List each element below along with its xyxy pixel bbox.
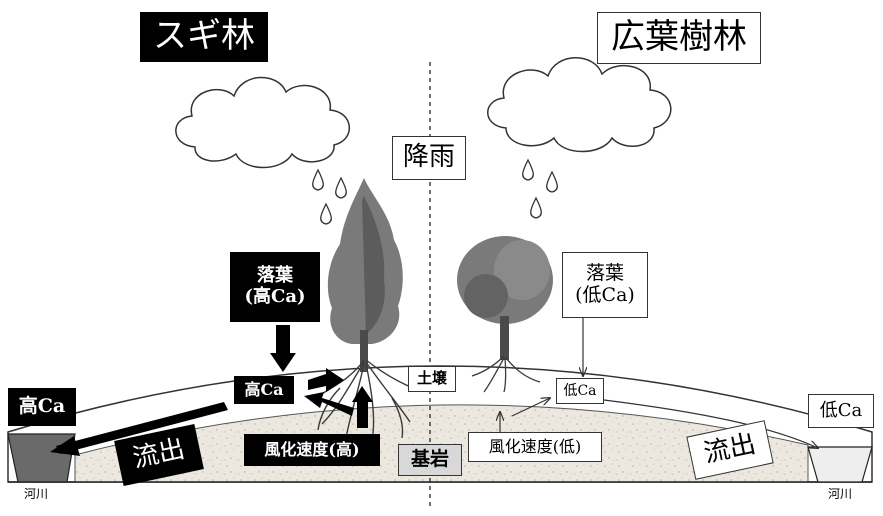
river-left <box>7 433 76 483</box>
sugi-tree-icon <box>327 178 403 372</box>
soil-label: 土壌 <box>408 366 456 392</box>
weathering-high-label: 風化速度(高) <box>244 434 380 466</box>
broadleaf-litter-line2: (低Ca) <box>575 284 635 306</box>
outflow-arrow-left <box>50 402 228 456</box>
broadleaf-forest-title: 広葉樹林 <box>597 12 761 64</box>
outflow-arrow-right <box>603 399 818 448</box>
broadleaf-litter-label: 落葉 (低Ca) <box>562 252 648 318</box>
weathering-arrow-diag <box>304 392 354 416</box>
weathering-arrow-low-diag <box>511 398 550 417</box>
litter-arrow-left <box>270 325 296 372</box>
soil-low-ca-label: 低Ca <box>556 378 604 404</box>
sugi-litter-line2: (高Ca) <box>244 286 306 307</box>
broadleaf-tree-icon <box>457 236 553 360</box>
broadleaf-litter-line1: 落葉 <box>585 262 624 285</box>
uptake-arrow <box>308 368 344 392</box>
left-outflow-ca-label: 高Ca <box>8 388 76 426</box>
rain-label: 降雨 <box>392 136 466 180</box>
sugi-forest-title: スギ林 <box>140 12 268 62</box>
bedrock-label: 基岩 <box>398 444 462 476</box>
river-left-label: 河川 <box>23 487 48 502</box>
raindrops-right-icon <box>522 158 558 219</box>
weathering-low-label: 風化速度(低) <box>468 432 602 462</box>
weathering-arrow-up <box>352 386 373 428</box>
river-right-label: 河川 <box>827 487 852 502</box>
river-right <box>807 446 873 483</box>
broadleaf-roots-icon <box>471 355 541 393</box>
sugi-litter-label: 落葉 (高Ca) <box>230 252 320 322</box>
soil-high-ca-label: 高Ca <box>234 376 294 404</box>
cloud-right-icon <box>487 57 672 153</box>
right-outflow-ca-label: 低Ca <box>808 394 874 428</box>
sugi-litter-line1: 落葉 <box>257 265 293 287</box>
cloud-left-icon <box>175 76 351 169</box>
raindrops-left-icon <box>312 168 347 225</box>
